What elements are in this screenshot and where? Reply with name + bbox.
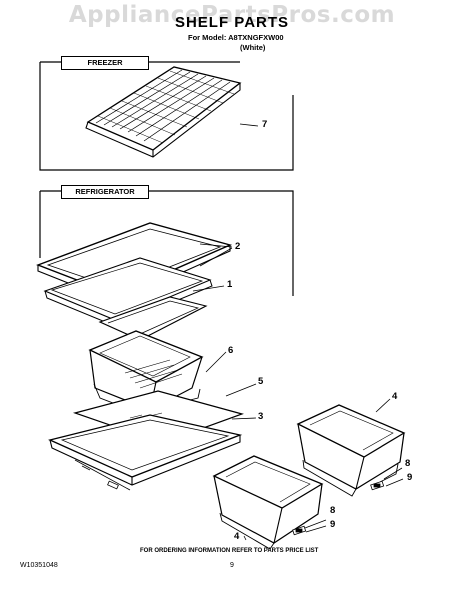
page-number: 9: [230, 562, 234, 569]
refrigerator-section-label: REFRIGERATOR: [61, 185, 149, 199]
watermark: AppliancePartsPros.com: [68, 2, 396, 28]
callout-8-left: 8: [330, 505, 336, 516]
refrigerator-section-frame: [39, 190, 294, 296]
callout-1: 1: [227, 279, 233, 290]
callout-9-left: 9: [330, 519, 336, 530]
callout-4-left: 4: [234, 531, 240, 542]
callout-leaders: [192, 123, 404, 541]
freezer-section-label: FREEZER: [61, 56, 149, 70]
crisper-drawer-left: [212, 455, 324, 550]
drawer-glide-right: [370, 480, 385, 491]
refrigerator-glass-shelf: [36, 222, 233, 341]
callout-6: 6: [228, 345, 234, 356]
document-number: W10351048: [20, 562, 58, 569]
crisper-cover-frame: [48, 414, 243, 491]
callout-4-right: 4: [392, 391, 398, 402]
freezer-wire-shelf: [85, 66, 242, 158]
callout-8-right: 8: [405, 458, 411, 469]
freezer-section-frame: [39, 61, 294, 171]
page-title: SHELF PARTS: [174, 14, 290, 31]
callout-2: 2: [235, 241, 241, 252]
model-number: For Model: A8TXNGFXW00: [188, 33, 284, 42]
callout-3: 3: [258, 411, 264, 422]
model-color: (White): [240, 43, 266, 52]
callout-7: 7: [262, 119, 268, 130]
ordering-info-note: FOR ORDERING INFORMATION REFER TO PARTS …: [140, 548, 319, 554]
crisper-drawer-right: [296, 404, 406, 497]
callout-9-right: 9: [407, 472, 413, 483]
callout-5: 5: [258, 376, 264, 387]
drawer-glide-left: [292, 525, 307, 536]
